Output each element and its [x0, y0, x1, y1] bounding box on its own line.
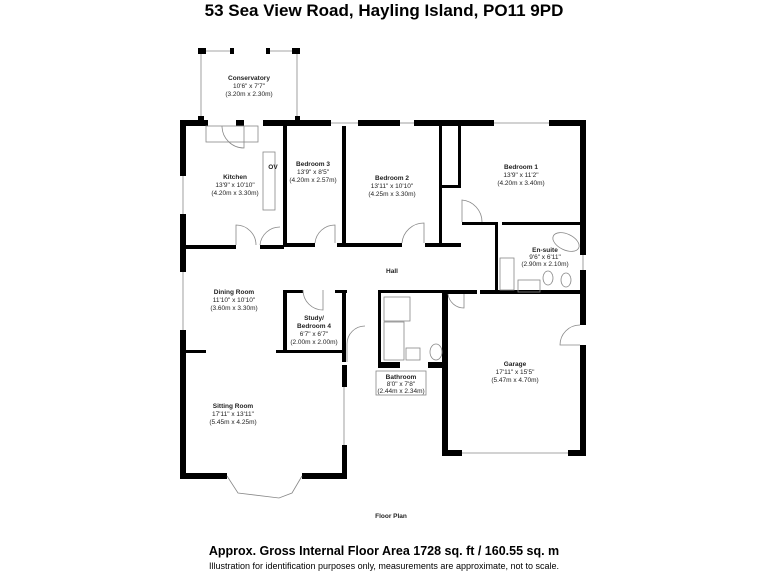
bathroom-metric: (2.44m x 2.34m): [377, 388, 424, 395]
dining-imperial: 11'10" x 10'10": [213, 297, 256, 304]
ensuite-metric: (2.90m x 2.10m): [521, 261, 568, 268]
windows-and-doors: [182, 50, 584, 499]
oven-label: OV: [268, 164, 278, 171]
study-name: Study/: [304, 315, 324, 322]
ensuite-imperial: 9'6" x 6'11": [529, 254, 561, 261]
garage-metric: (5.47m x 4.70m): [491, 377, 538, 384]
bathroom-name: Bathroom: [386, 374, 417, 381]
hall-name: Hall: [386, 268, 398, 275]
room-labels: Conservatory 10'6" x 7'7" (3.20m x 2.30m…: [209, 75, 568, 520]
ensuite-name: En-suite: [532, 247, 558, 254]
disclaimer: Illustration for identification purposes…: [208, 561, 559, 571]
floor-area: Approx. Gross Internal Floor Area 1728 s…: [208, 544, 560, 558]
garage-name: Garage: [504, 361, 527, 368]
sitting-metric: (5.45m x 4.25m): [209, 419, 256, 426]
study-name-2: Bedroom 4: [297, 323, 331, 330]
sitting-name: Sitting Room: [213, 403, 254, 410]
bedroom3-metric: (4.20m x 2.57m): [289, 177, 336, 184]
study-imperial: 6'7" x 6'7": [300, 331, 329, 338]
sitting-imperial: 17'11" x 13'11": [212, 411, 255, 418]
study-metric: (2.00m x 2.00m): [290, 339, 337, 346]
kitchen-name: Kitchen: [223, 174, 247, 181]
kitchen-metric: (4.20m x 3.30m): [211, 190, 258, 197]
bedroom3-imperial: 13'9" x 8'5": [297, 169, 330, 176]
bedroom1-imperial: 13'9" x 11'2": [503, 172, 539, 179]
dining-name: Dining Room: [214, 289, 255, 296]
conservatory-imperial: 10'6" x 7'7": [233, 83, 266, 90]
floor-plan-label: Floor Plan: [375, 513, 407, 520]
bedroom1-metric: (4.20m x 3.40m): [497, 180, 544, 187]
dining-metric: (3.60m x 3.30m): [210, 305, 257, 312]
garage-imperial: 17'11" x 15'5": [496, 369, 535, 376]
bedroom2-name: Bedroom 2: [375, 175, 409, 182]
conservatory-name: Conservatory: [228, 75, 270, 82]
bedroom2-imperial: 13'11" x 10'10": [371, 183, 414, 190]
conservatory-metric: (3.20m x 2.30m): [225, 91, 272, 98]
bedroom2-metric: (4.25m x 3.30m): [368, 191, 415, 198]
kitchen-imperial: 13'9" x 10'10": [215, 182, 255, 189]
bedroom1-name: Bedroom 1: [504, 164, 538, 171]
bathroom-imperial: 8'0" x 7'8": [387, 381, 416, 388]
bedroom3-name: Bedroom 3: [296, 161, 330, 168]
property-title: 53 Sea View Road, Hayling Island, PO11 9…: [204, 1, 564, 20]
